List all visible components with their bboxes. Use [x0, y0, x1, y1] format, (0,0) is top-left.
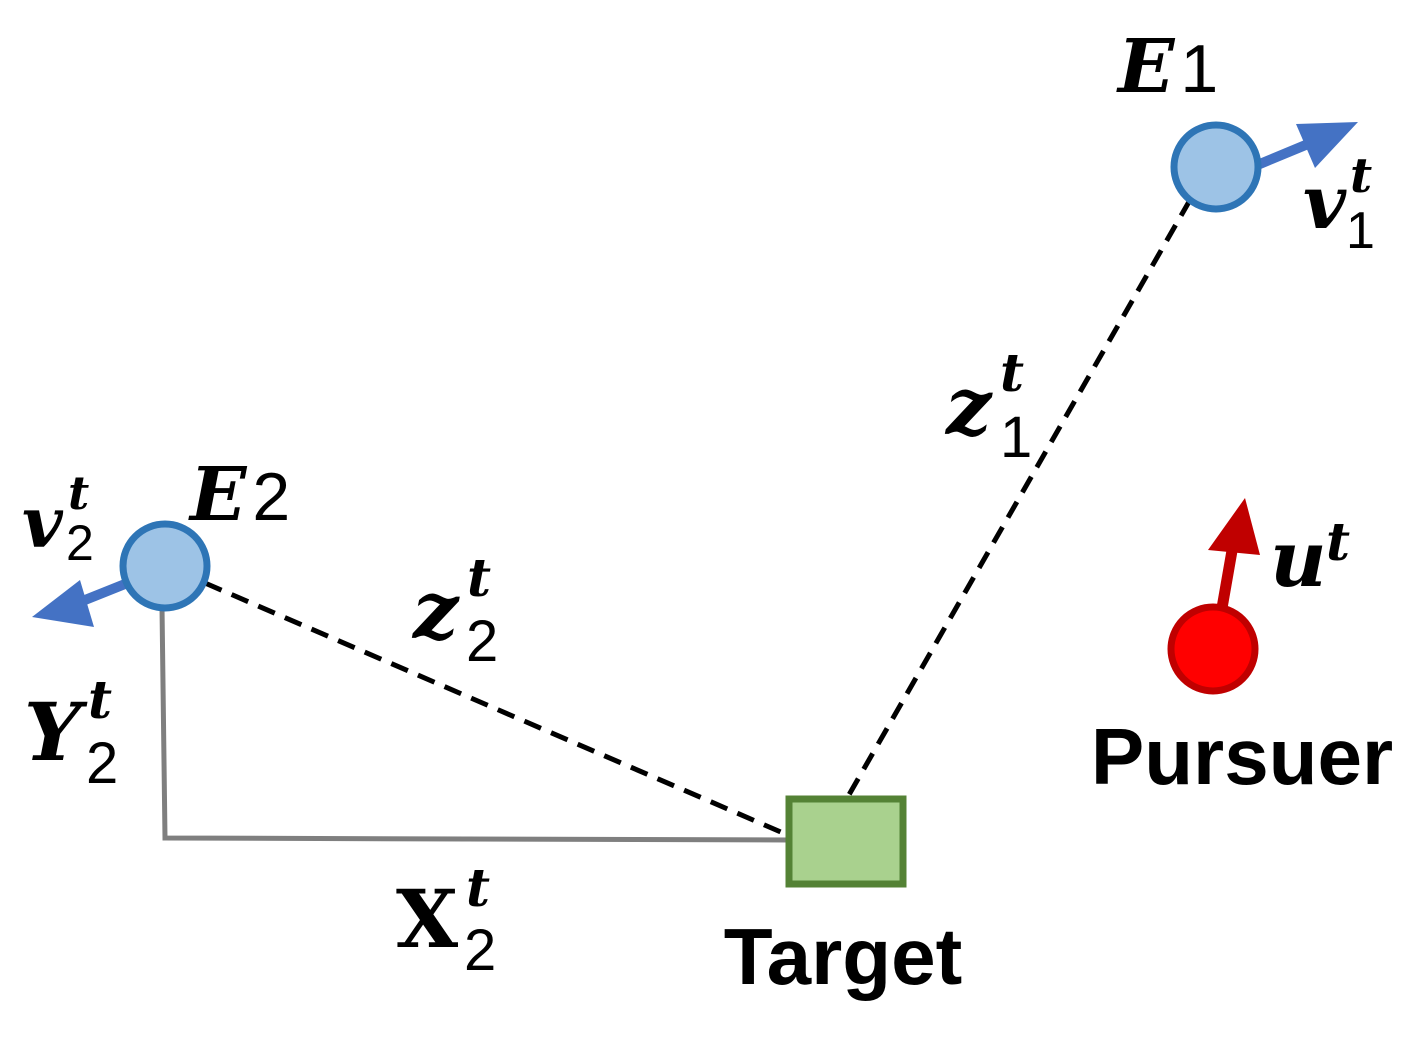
- svg-text:2: 2: [66, 515, 94, 571]
- e1-label: E1: [1116, 24, 1218, 110]
- svg-text:1: 1: [1000, 405, 1032, 470]
- v2-label: v t 2: [22, 466, 94, 571]
- svg-text:2: 2: [86, 731, 118, 796]
- x2-label: X t 2: [396, 858, 496, 983]
- z1-dashed-line: [843, 198, 1193, 802]
- svg-text:1: 1: [1346, 202, 1375, 260]
- v1-arrow-shaft: [1253, 139, 1310, 171]
- pursuer-icon: [1167, 603, 1259, 695]
- z1-label: z t 1: [944, 343, 1032, 470]
- svg-text:Y: Y: [24, 685, 88, 779]
- z2-dashed-line: [204, 580, 791, 839]
- svg-text:2: 2: [466, 609, 498, 674]
- svg-text:t: t: [88, 670, 112, 731]
- z2-label: z t 2: [411, 548, 498, 674]
- svg-text:z: z: [411, 563, 460, 657]
- evader-e2-icon: [119, 520, 211, 612]
- svg-text:t: t: [466, 858, 490, 919]
- x-y-component-lines: [159, 606, 791, 843]
- v2-arrow-shaft: [78, 579, 127, 607]
- y2-label: Y t 2: [24, 670, 118, 796]
- pursuer-label: Pursuer: [1091, 712, 1393, 801]
- svg-text:X: X: [396, 872, 458, 966]
- v1-label: v t 1: [1303, 148, 1375, 260]
- v1-arrowhead: [1296, 122, 1358, 168]
- svg-text:2: 2: [464, 918, 496, 983]
- svg-text:v: v: [22, 481, 64, 564]
- svg-text:t: t: [68, 466, 89, 520]
- evader-e1-icon: [1170, 121, 1262, 213]
- svg-text:u: u: [1270, 514, 1327, 605]
- svg-text:t: t: [1350, 148, 1372, 204]
- u-arrow-shaft: [1216, 544, 1239, 609]
- target-icon: [785, 795, 907, 888]
- svg-text:t: t: [1326, 512, 1350, 573]
- svg-text:z: z: [944, 359, 993, 453]
- svg-text:t: t: [467, 548, 491, 609]
- v2-arrowhead: [32, 580, 94, 627]
- svg-text:v: v: [1303, 160, 1347, 246]
- u-arrowhead: [1208, 498, 1260, 555]
- target-label: Target: [724, 912, 963, 1001]
- e2-label: E2: [188, 452, 290, 538]
- u-label: u t: [1270, 512, 1350, 605]
- svg-text:t: t: [1000, 343, 1024, 404]
